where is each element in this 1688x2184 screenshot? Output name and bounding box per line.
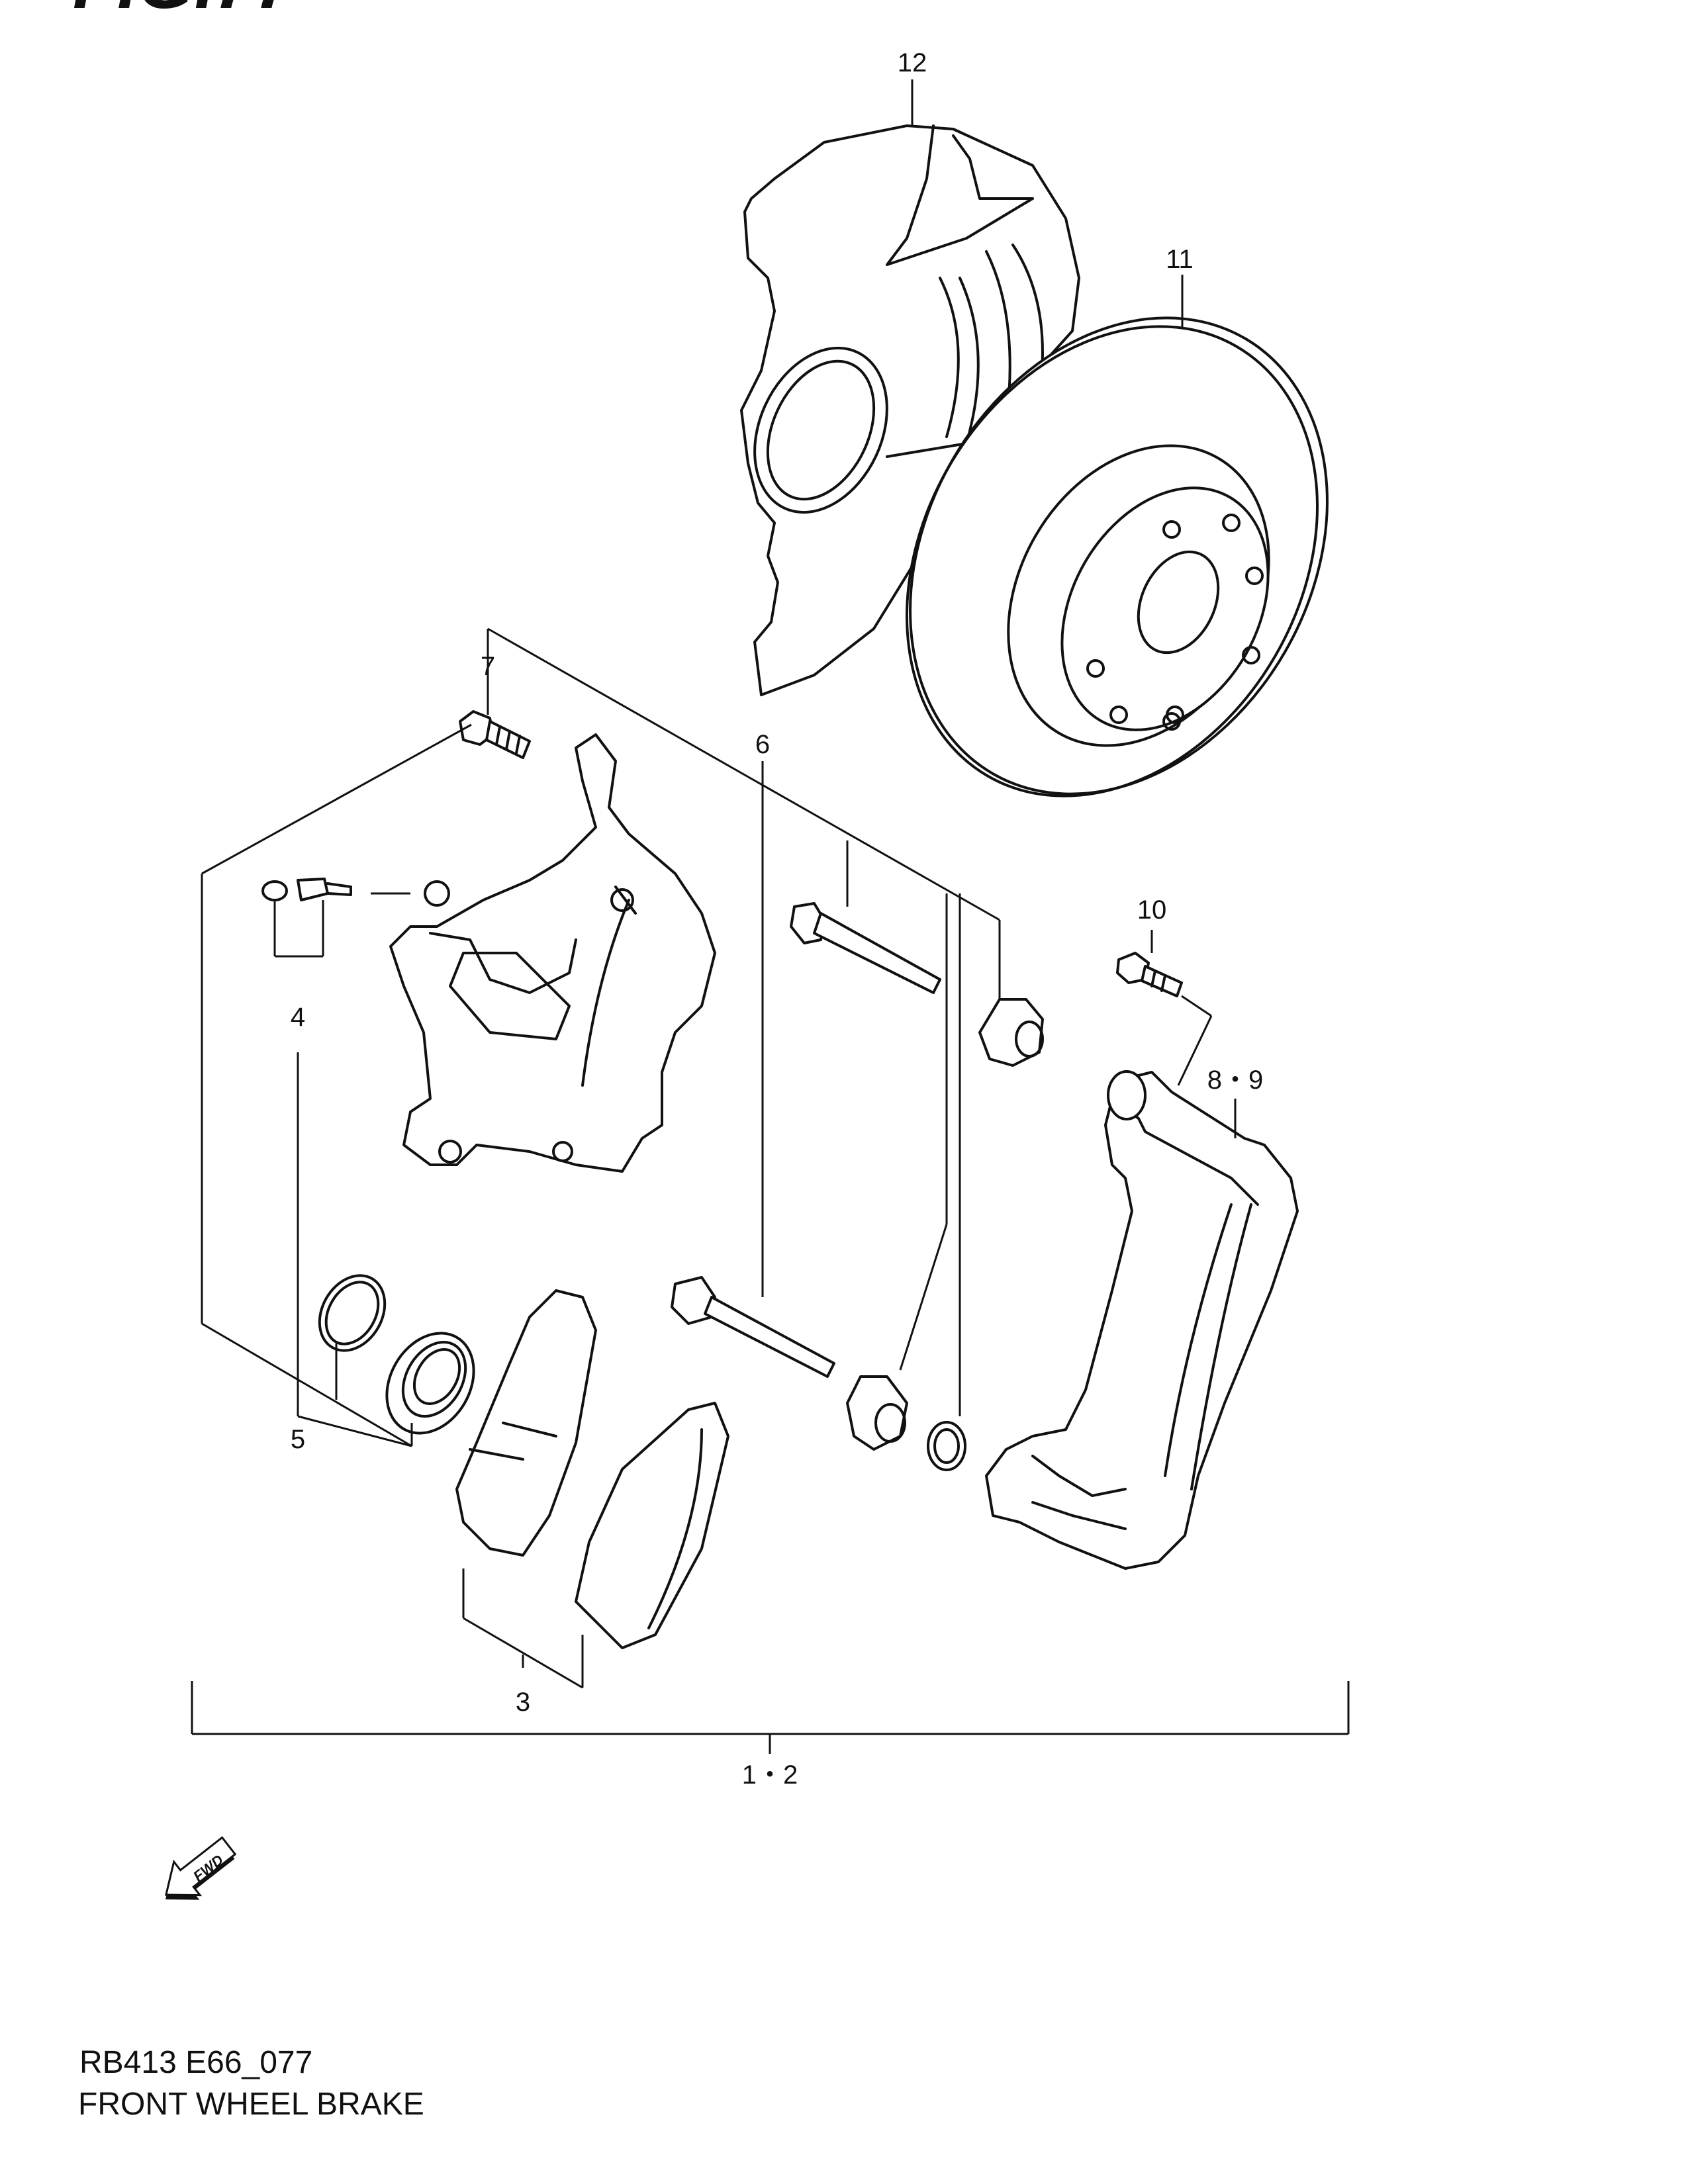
brake-disc-part-11 (906, 316, 1329, 797)
figure-code: RB413 E66_077 (79, 2045, 312, 2080)
bolt-part-10 (1116, 952, 1183, 997)
fwd-arrow-icon: FWD (164, 1836, 237, 1900)
piston-seal-part-5 (318, 1274, 475, 1435)
bleeder-part-4 (261, 878, 352, 901)
guide-pins-part-6 (671, 902, 1044, 1471)
callout-1-2: 1・2 (742, 1760, 798, 1790)
callout-10: 10 (1137, 895, 1167, 925)
callout-numbers: 12 11 7 6 4 10 8・9 5 3 1・2 (291, 48, 1263, 1790)
callout-3: 3 (516, 1688, 530, 1717)
callout-5: 5 (291, 1425, 305, 1454)
bolt-part-7 (459, 710, 531, 759)
disc-bolt-holes (1086, 514, 1264, 731)
callout-7: 7 (481, 652, 495, 681)
caliper-body (389, 733, 716, 1173)
figure-title: FRONT WHEEL BRAKE (78, 2087, 424, 2122)
leader-lines (191, 79, 1350, 1754)
callout-6: 6 (755, 730, 770, 759)
callout-11: 11 (1166, 245, 1194, 274)
figure-header: FIG.77 (73, 0, 299, 24)
brake-pads-part-3 (455, 1289, 729, 1649)
callout-4: 4 (291, 1003, 305, 1032)
caliper-carrier-part-8-9 (985, 1070, 1299, 1570)
callout-8-9: 8・9 (1207, 1066, 1264, 1095)
callout-12: 12 (898, 48, 927, 77)
